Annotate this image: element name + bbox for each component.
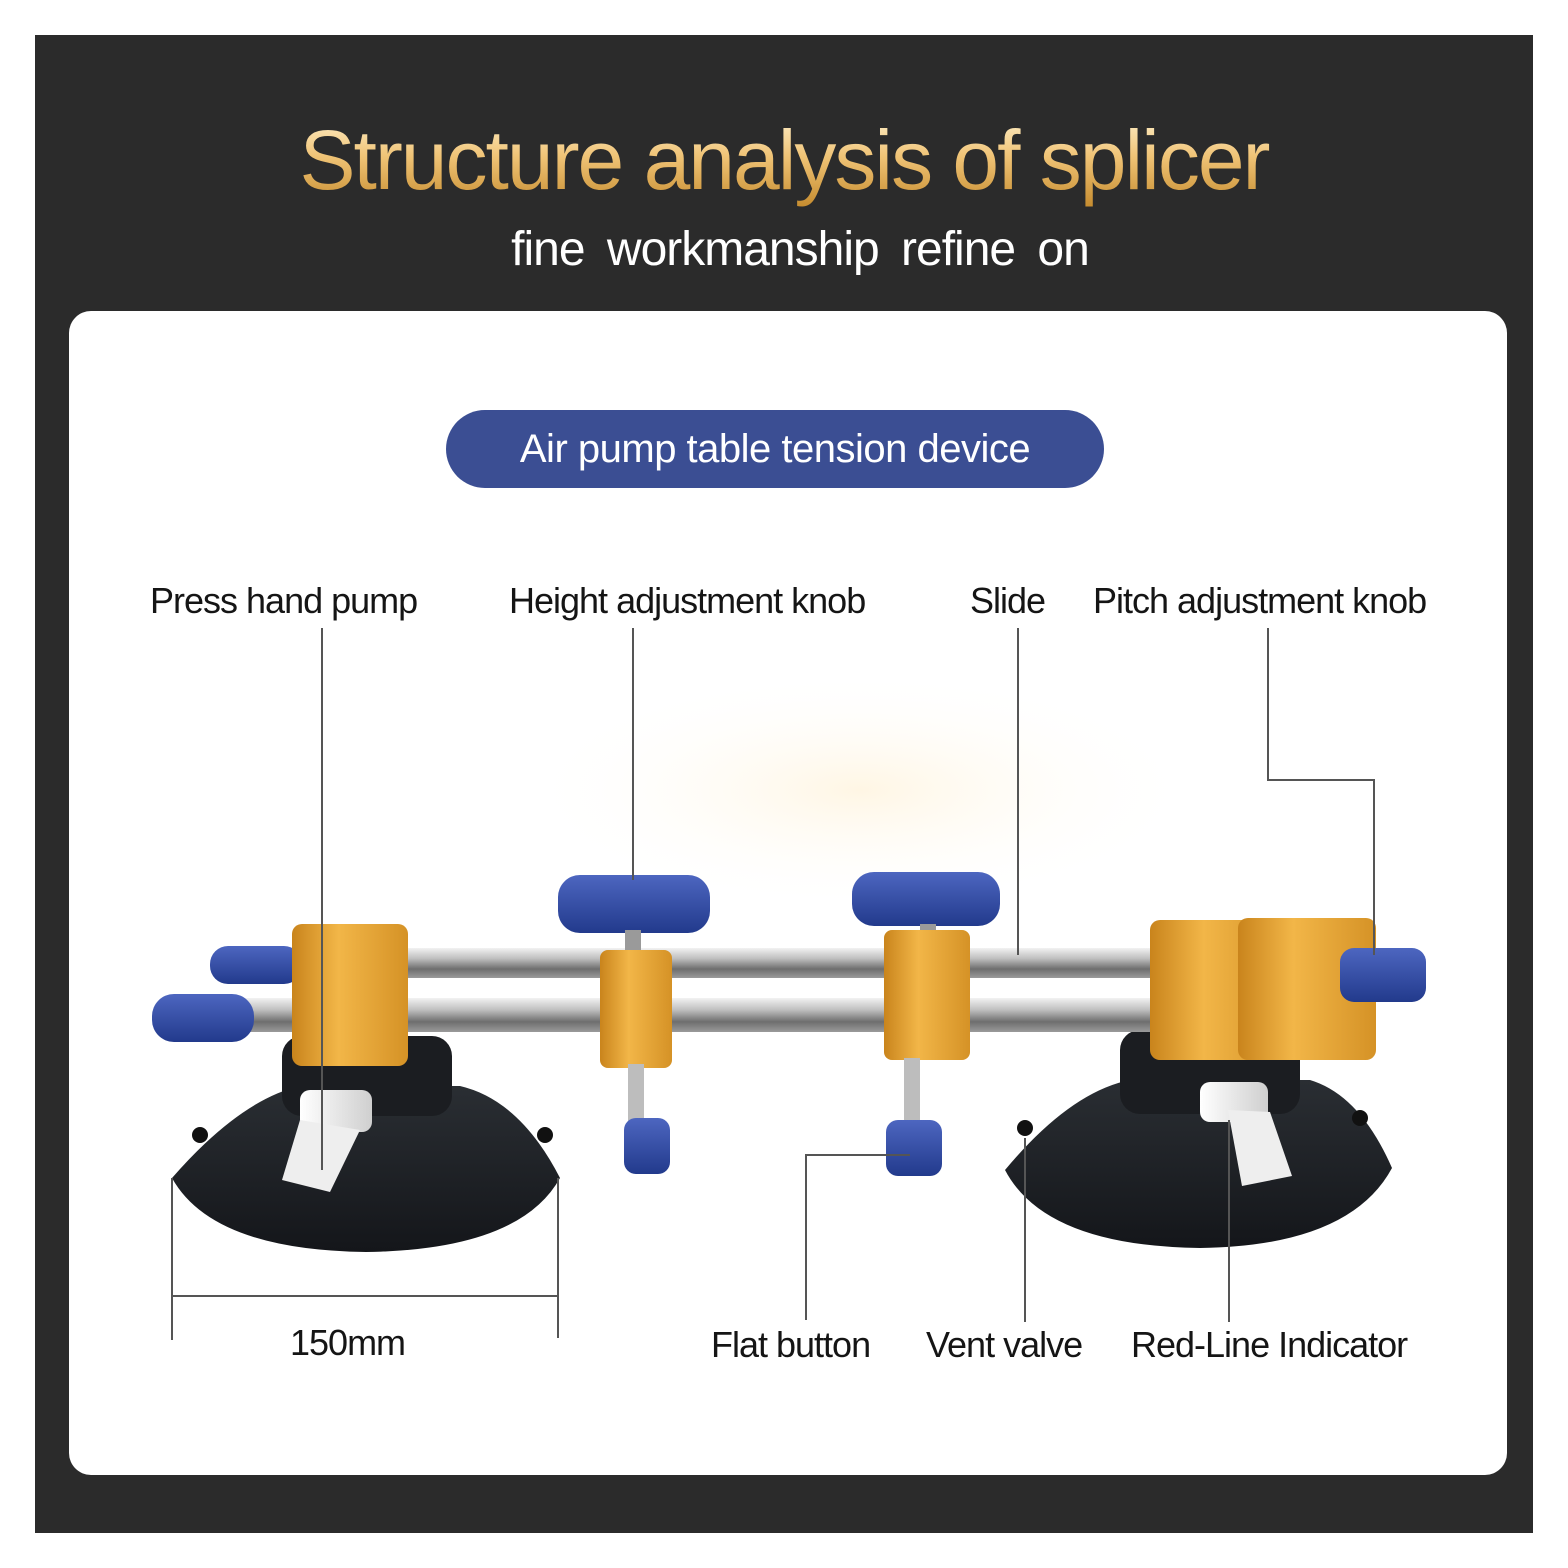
slide-rod-front: [200, 998, 1330, 1032]
slide-rod-rear: [250, 948, 1390, 978]
background-glow: [520, 670, 1200, 910]
label-flat-button: Flat button: [711, 1324, 871, 1365]
left-suction-cup: [172, 1036, 560, 1252]
label-slide: Slide: [970, 580, 1046, 621]
label-pitch-adjustment-knob: Pitch adjustment knob: [1093, 580, 1427, 621]
page-title: Structure analysis of splicer: [0, 112, 1568, 209]
label-red-line-indicator: Red-Line Indicator: [1131, 1324, 1408, 1365]
pitch-knob: [1340, 948, 1426, 1002]
flat-button-1: [624, 1064, 670, 1174]
rod-end-cap-front: [152, 994, 254, 1042]
leader-lines: [321, 628, 1375, 1322]
right-pump-handle: [1200, 1082, 1292, 1186]
label-dimension: 150mm: [290, 1322, 406, 1363]
flat-button-2: [886, 1058, 942, 1176]
dimension-marker: [171, 1178, 559, 1340]
label-press-hand-pump: Press hand pump: [150, 580, 418, 621]
center-block-2: [884, 930, 970, 1060]
device-badge: Air pump table tension device: [446, 410, 1104, 488]
right-suction-cup: [1005, 1030, 1392, 1248]
left-clamp-block: [292, 924, 408, 1066]
label-vent-valve: Vent valve: [926, 1324, 1083, 1365]
page-subtitle: fine workmanship refine on: [511, 223, 1090, 276]
right-clamp-block-2: [1238, 918, 1376, 1060]
center-block-1: [600, 950, 672, 1068]
label-height-adjustment-knob: Height adjustment knob: [509, 580, 866, 621]
rod-end-cap-rear: [210, 946, 302, 984]
